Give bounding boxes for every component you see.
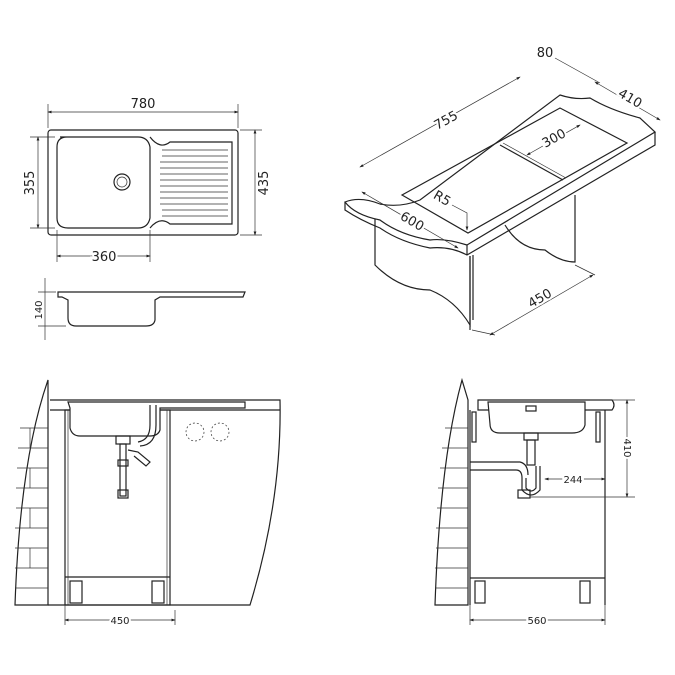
wall-bricks xyxy=(15,427,48,589)
dim-width: 780 xyxy=(131,97,156,112)
dim-length: 755 xyxy=(432,108,461,133)
sink-bowl-side xyxy=(487,401,586,434)
drainer-ridges xyxy=(160,149,228,217)
dim-bowl-depth: 355 xyxy=(23,171,38,196)
wall-bricks xyxy=(435,427,468,589)
isometric-view: 755 80 410 300 R5 600 450 xyxy=(344,46,661,336)
drain-hole xyxy=(113,173,131,191)
plan-view: 780 355 435 360 xyxy=(23,97,272,267)
dim-cabinet-width: 450 xyxy=(526,286,555,311)
dim-depth: 435 xyxy=(257,171,272,196)
dim-height: 410 xyxy=(621,438,632,457)
dim-trap-offset: 244 xyxy=(563,475,582,486)
wall xyxy=(434,377,469,606)
dim-cabinet-depth: 560 xyxy=(527,616,546,627)
dim-drainer-offset: 80 xyxy=(537,46,554,61)
front-install-view: 450 xyxy=(14,379,281,629)
dim-cabinet-width-front: 450 xyxy=(110,616,129,627)
side-section-view: 140 xyxy=(34,278,246,340)
wall xyxy=(14,379,49,606)
dim-bowl-width: 360 xyxy=(92,250,117,265)
sink-bowl xyxy=(56,136,151,229)
side-install-view: 410 244 560 xyxy=(434,377,635,629)
dim-bowl-height: 140 xyxy=(34,300,45,319)
